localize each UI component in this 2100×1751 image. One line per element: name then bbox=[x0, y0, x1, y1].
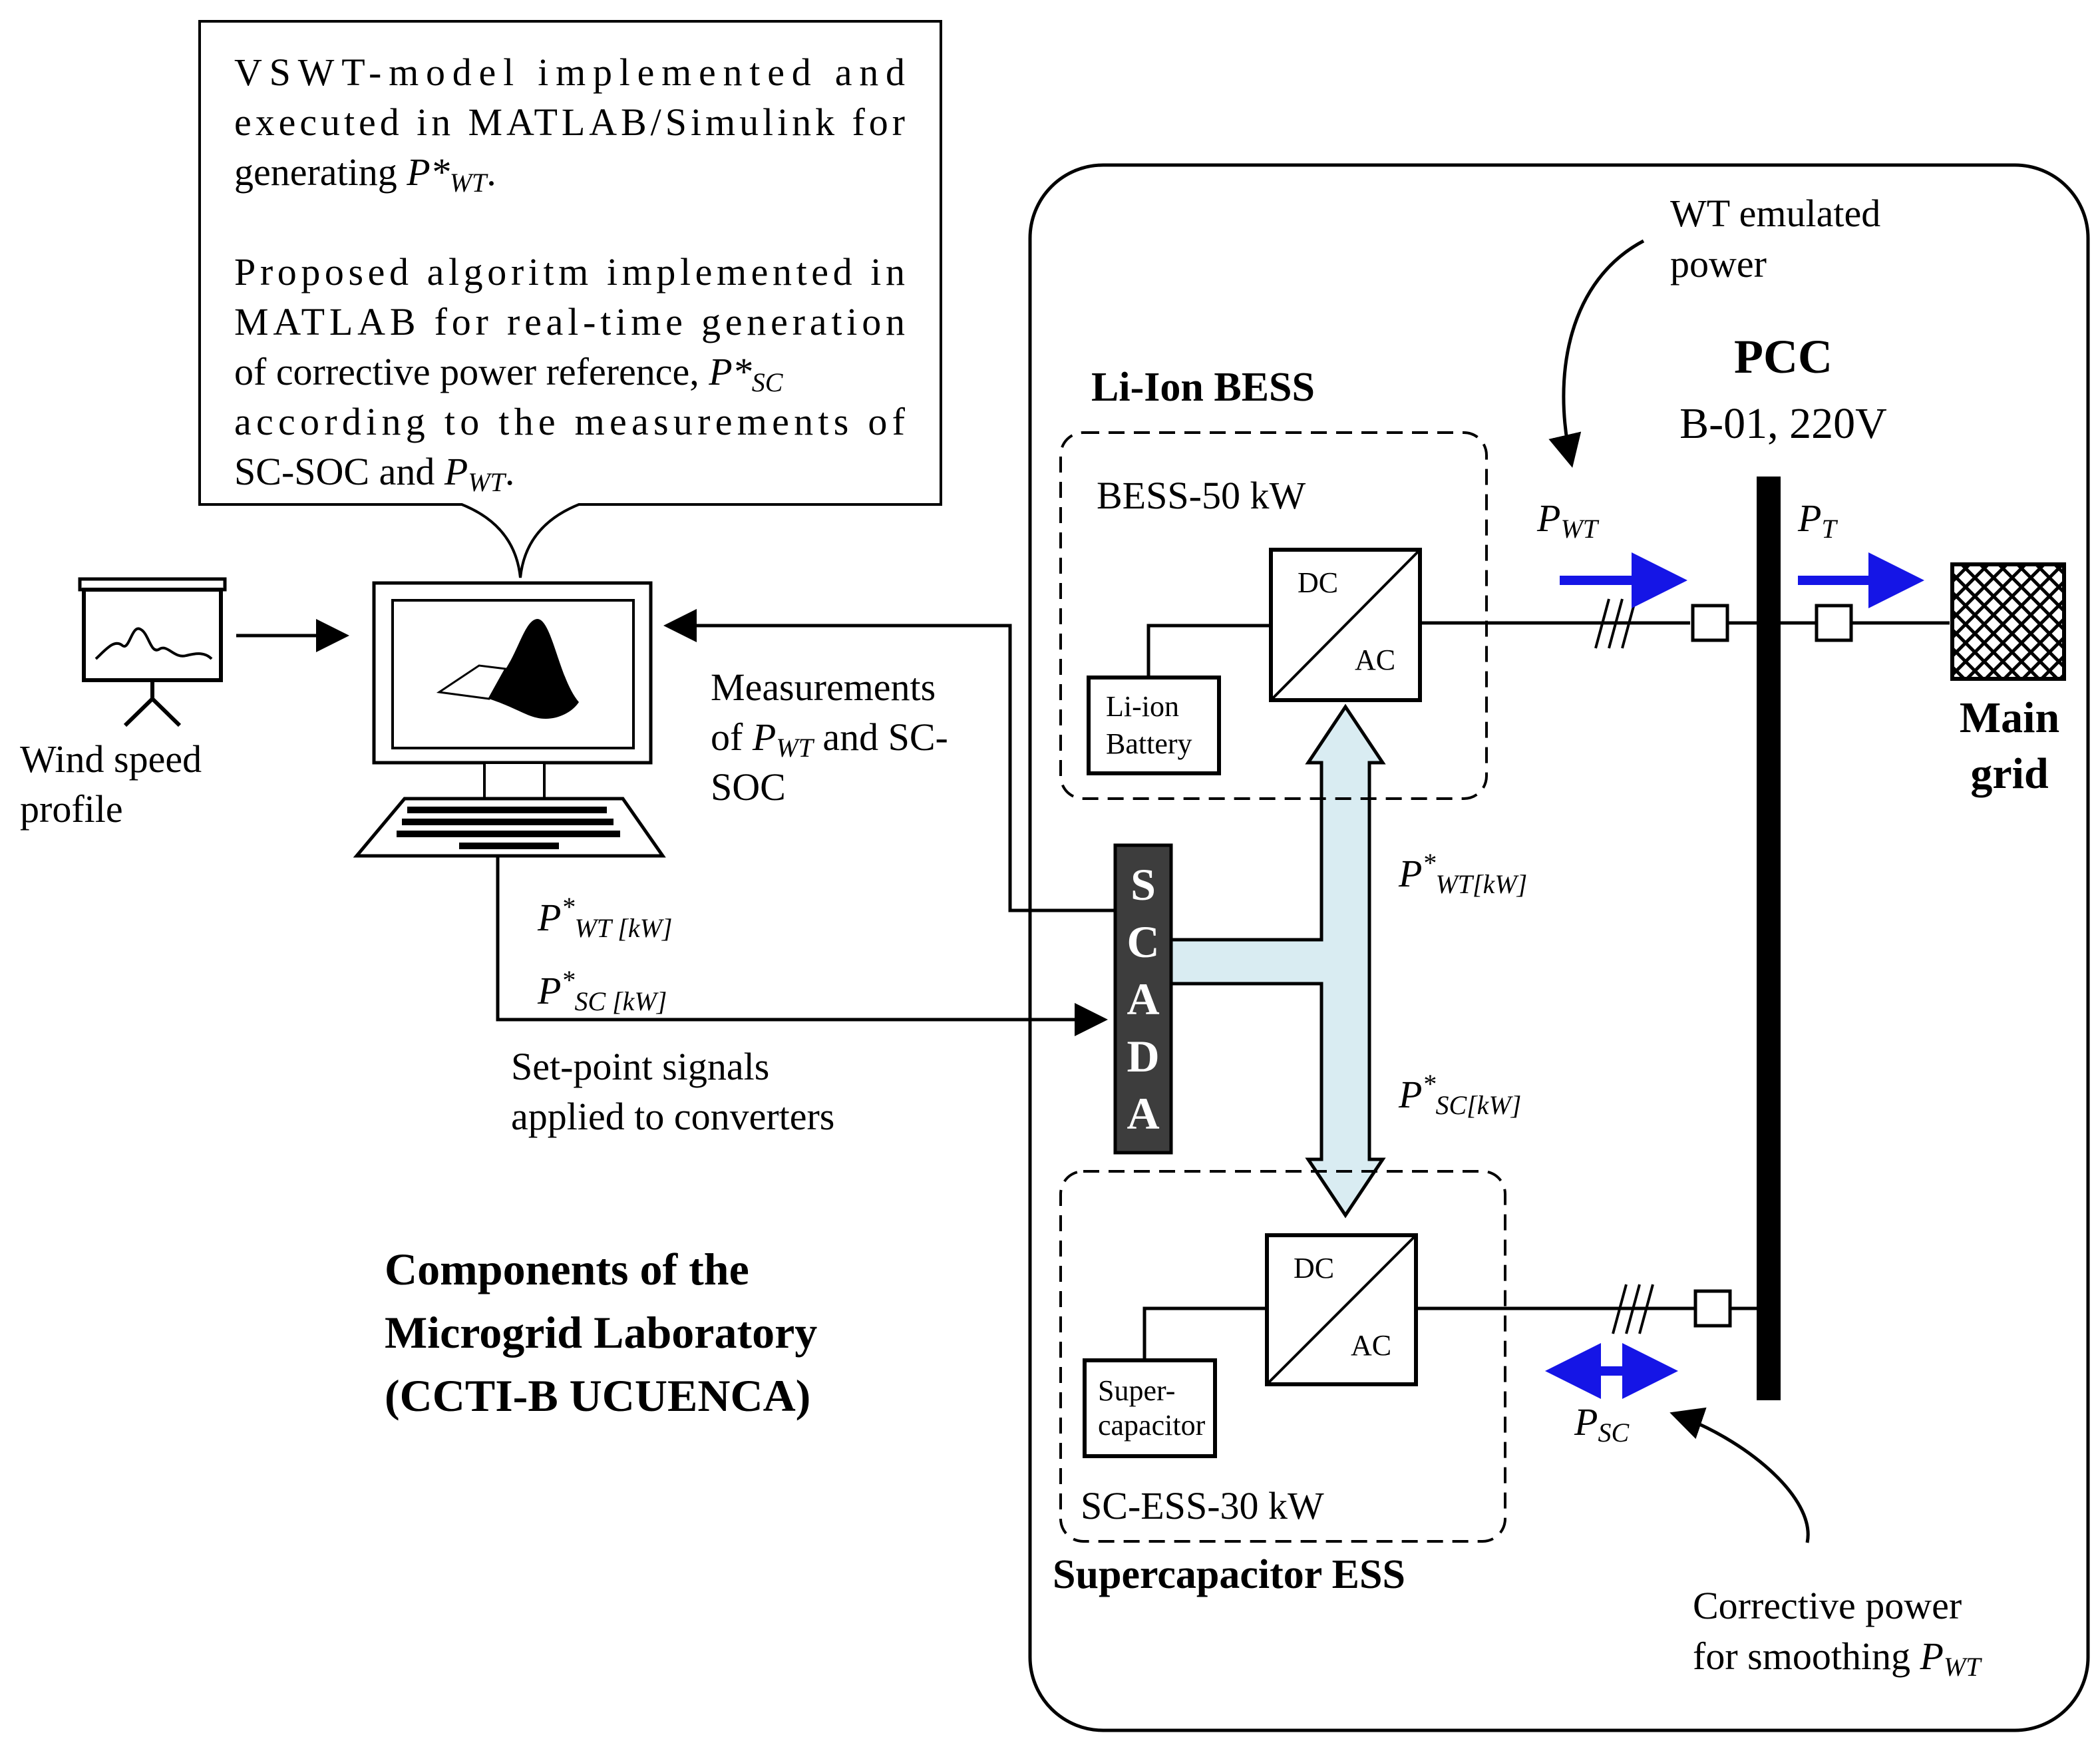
pwt-flow-label: PWT bbox=[1536, 496, 1600, 544]
measurements-label: SOC bbox=[711, 765, 786, 809]
converter-diagonal bbox=[1266, 1234, 1417, 1386]
diagram-title: Components of the bbox=[385, 1244, 749, 1294]
main-grid-icon bbox=[1950, 562, 2066, 681]
measurements-label: of PWT and SC- bbox=[711, 715, 948, 763]
psc-flow-label: PSC bbox=[1574, 1400, 1630, 1448]
callout-line: generating P*WT. bbox=[234, 150, 496, 198]
scada-letter: A bbox=[1127, 1088, 1159, 1139]
three-phase-mark bbox=[1594, 598, 1637, 649]
scada-letter: C bbox=[1127, 916, 1159, 967]
sc-label: SC-ESS-30 kW bbox=[1081, 1484, 1324, 1527]
scada-block bbox=[1113, 843, 1173, 1155]
projector-screen-icon bbox=[78, 577, 227, 727]
pcc-busbar bbox=[1757, 477, 1781, 1400]
converter-dc: DC bbox=[1294, 1252, 1334, 1284]
supercapacitor-label: Super- bbox=[1098, 1374, 1175, 1407]
bess-label: BESS-50 kW bbox=[1097, 474, 1306, 517]
bus-arrow bbox=[1169, 703, 1386, 1219]
supercapacitor-wire bbox=[1142, 1306, 1267, 1360]
callout-line: SC-SOC and PWT. bbox=[234, 450, 514, 497]
callout-line: MATLAB for real-time generation bbox=[234, 300, 905, 343]
main-grid-label: grid bbox=[1970, 749, 2048, 798]
converter-dc: DC bbox=[1298, 566, 1338, 599]
setpoints-label: applied to converters bbox=[511, 1095, 834, 1138]
supercapacitor bbox=[1083, 1358, 1217, 1458]
bus-psc-label: P*SC[kW] bbox=[1398, 1069, 1521, 1120]
three-phase-mark bbox=[1612, 1284, 1654, 1334]
measurements-label: Measurements bbox=[711, 666, 936, 709]
breaker bbox=[1693, 1289, 1732, 1328]
bess-dashed-box bbox=[1059, 431, 1488, 800]
diagram-title: (CCTI-B UCUENCA) bbox=[385, 1370, 810, 1421]
callout-line: of corrective power reference, P*SC bbox=[234, 350, 784, 397]
supercapacitor-label: capacitor bbox=[1098, 1409, 1206, 1442]
wind-speed-label: Wind speed bbox=[20, 737, 202, 781]
measurement-arrow bbox=[663, 609, 1125, 912]
li-ion-battery bbox=[1087, 676, 1221, 775]
diagram-title: Microgrid Laboratory bbox=[385, 1307, 817, 1358]
main-grid-label: Main bbox=[1960, 693, 2059, 742]
corrective-pointer bbox=[1669, 1407, 1810, 1543]
wt-emulated-label: power bbox=[1670, 242, 1767, 286]
scada-letter: A bbox=[1127, 974, 1159, 1024]
bus-pwt-label: P*WT[kW] bbox=[1398, 848, 1527, 899]
breaker bbox=[1815, 604, 1853, 642]
breaker bbox=[1691, 604, 1729, 642]
sc-heading: Supercapacitor ESS bbox=[1053, 1552, 1405, 1597]
callout-line: VSWT-model implemented and bbox=[234, 51, 905, 94]
converter-ac: AC bbox=[1355, 644, 1395, 676]
computer-icon bbox=[353, 581, 666, 858]
pcc-title: PCC bbox=[1734, 330, 1833, 383]
setpoint-arrow bbox=[496, 856, 1108, 1036]
corrective-label: for smoothing PWT bbox=[1693, 1635, 1982, 1682]
pt-flow-label: PT bbox=[1797, 496, 1838, 544]
matlab-logo-icon bbox=[436, 619, 579, 719]
scada-letter: S bbox=[1131, 859, 1156, 910]
callout-line: Proposed algoritm implemented in bbox=[234, 250, 905, 293]
setpoints-label: Set-point signals bbox=[511, 1045, 769, 1088]
battery-label: Li-ion bbox=[1106, 690, 1179, 723]
battery-wire bbox=[1146, 624, 1271, 678]
corrective-label: Corrective power bbox=[1693, 1584, 1962, 1627]
wind-speed-label: profile bbox=[20, 787, 123, 831]
pcc-subtitle: B-01, 220V bbox=[1679, 399, 1887, 448]
wt-emulated-label: WT emulated bbox=[1670, 192, 1880, 235]
converter-diagonal bbox=[1270, 548, 1421, 701]
callout-line: executed in MATLAB/Simulink for bbox=[234, 100, 905, 144]
microgrid-enclosure bbox=[1028, 163, 2090, 1732]
setpoint-pwt-label: P*WT [kW] bbox=[537, 892, 673, 943]
bess-heading: Li-Ion BESS bbox=[1091, 365, 1315, 410]
converter-ac: AC bbox=[1351, 1329, 1391, 1362]
callout-line: according to the measurements of bbox=[234, 400, 906, 443]
wt-emulated-pointer bbox=[1548, 239, 1645, 468]
callout-box bbox=[198, 20, 942, 578]
sc-dashed-box bbox=[1059, 1170, 1506, 1543]
setpoint-psc-label: P*SC [kW] bbox=[537, 965, 667, 1016]
scada-letter: D bbox=[1127, 1031, 1159, 1081]
battery-label: Battery bbox=[1106, 727, 1192, 760]
